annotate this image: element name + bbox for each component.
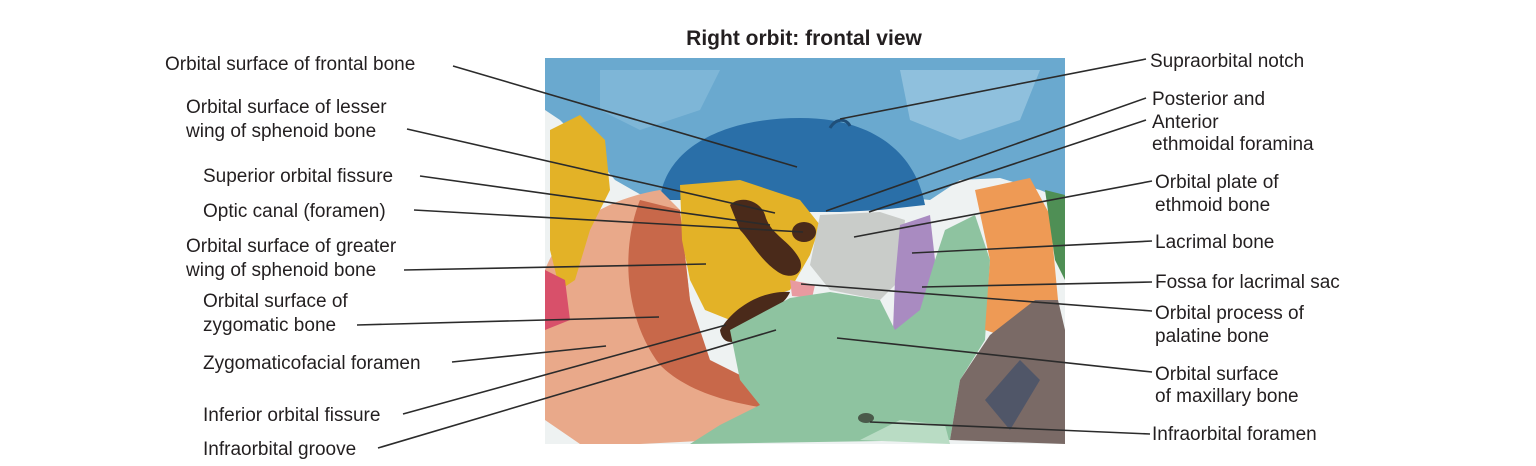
leader-zygomaticofacial: [451, 345, 607, 363]
label-orbital-surface-greater-wing-line2: wing of sphenoid bone: [185, 260, 376, 281]
label-ethmoidal-foramina: Posterior and: [1152, 89, 1265, 110]
label-orbital-plate-ethmoid: Orbital plate of: [1155, 172, 1279, 193]
label-zygomaticofacial-foramen: Zygomaticofacial foramen: [203, 353, 421, 374]
leader-orbital-plate-ethmoid: [853, 180, 1153, 238]
label-inferior-orbital-fissure: Inferior orbital fissure: [203, 405, 380, 426]
label-supraorbital-notch: Supraorbital notch: [1150, 51, 1304, 72]
greater-wing-sphenoid-region: [680, 180, 820, 320]
label-fossa-lacrimal-sac: Fossa for lacrimal sac: [1155, 272, 1340, 293]
label-infraorbital-groove: Infraorbital groove: [203, 439, 356, 460]
maxillary-region: [690, 215, 990, 444]
label-orbital-surface-zygomatic: Orbital surface of: [203, 291, 348, 312]
leader-lines: [356, 58, 1153, 449]
leader-lesser-wing: [406, 128, 776, 214]
label-orbital-surface-zygomatic-line2: zygomatic bone: [203, 315, 336, 336]
zygomatic-orbital-surface-region: [628, 200, 780, 410]
ethmoid-plate-region: [810, 212, 905, 300]
leader-optic-canal: [413, 209, 804, 233]
leader-orbital-surface-frontal: [452, 65, 798, 168]
leader-zygomatic: [356, 316, 660, 326]
leader-lacrimal-bone: [911, 240, 1153, 254]
leader-orbital-process-palatine: [800, 283, 1153, 312]
leader-posterior-ethmoidal: [825, 97, 1147, 212]
label-orbital-surface-maxillary: Orbital surface: [1155, 364, 1279, 385]
label-optic-canal: Optic canal (foramen): [203, 201, 386, 222]
right-labels: Supraorbital notch Posterior and Anterio…: [1150, 51, 1340, 445]
diagram-title: Right orbit: frontal view: [686, 27, 922, 50]
label-ethmoidal-foramina-line3: ethmoidal foramina: [1152, 134, 1314, 155]
label-ethmoidal-foramina-line2: Anterior: [1152, 112, 1219, 133]
optic-canal-shape: [792, 222, 816, 242]
label-orbital-process-palatine-line2: palatine bone: [1155, 326, 1269, 347]
leader-anterior-ethmoidal: [868, 119, 1147, 213]
label-orbital-surface-lesser-wing-line2: wing of sphenoid bone: [185, 121, 376, 142]
leader-supraorbital-notch: [839, 58, 1147, 120]
orbit-illustration: [545, 58, 1065, 444]
label-superior-orbital-fissure: Superior orbital fissure: [203, 166, 393, 187]
label-orbital-surface-frontal: Orbital surface of frontal bone: [165, 54, 415, 75]
leader-fossa-lacrimal-sac: [921, 281, 1153, 288]
leader-orbital-surface-maxillary: [836, 337, 1153, 373]
leader-superior-orbital-fissure: [419, 175, 771, 226]
superior-orbital-fissure-shape: [730, 199, 801, 276]
leader-inferior-orbital-fissure: [402, 324, 727, 415]
label-infraorbital-foramen: Infraorbital foramen: [1152, 424, 1317, 445]
label-orbital-process-palatine: Orbital process of: [1155, 303, 1305, 324]
label-orbital-surface-lesser-wing: Orbital surface of lesser: [186, 97, 387, 118]
label-orbital-plate-ethmoid-line2: ethmoid bone: [1155, 195, 1270, 216]
nasal-maxilla-region: [975, 178, 1058, 335]
left-labels: Orbital surface of frontal bone Orbital …: [165, 54, 421, 460]
leader-infraorbital-foramen: [869, 421, 1151, 435]
label-orbital-surface-greater-wing: Orbital surface of greater: [186, 236, 397, 257]
leader-infraorbital-groove: [377, 329, 777, 449]
label-lacrimal-bone: Lacrimal bone: [1155, 232, 1274, 253]
label-orbital-surface-maxillary-line2: of maxillary bone: [1155, 386, 1299, 407]
leader-greater-wing: [403, 263, 707, 271]
